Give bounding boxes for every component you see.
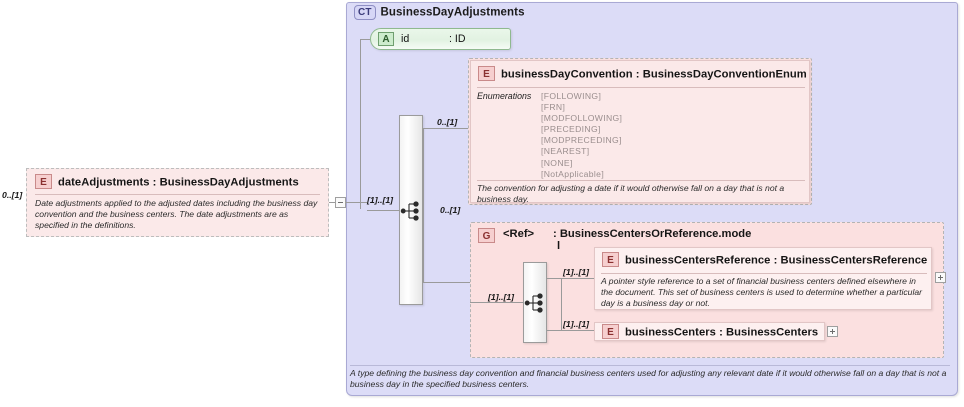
cardinality-date-adjustments: 0..[1] — [2, 190, 23, 200]
attribute-id[interactable]: A id : ID — [370, 28, 511, 50]
complex-type-documentation: A type defining the business day convent… — [350, 368, 947, 389]
root-connector-line — [346, 202, 367, 203]
complex-type-badge: CT — [354, 5, 376, 20]
sequence-connector-icon — [400, 201, 419, 221]
sequence-inbound-line — [367, 210, 400, 211]
date-adjustments-box — [26, 168, 329, 237]
enum-item: [FRN] — [541, 102, 566, 113]
cardinality-root-sequence: [1]..[1] — [367, 195, 394, 205]
cardinality-business-centers: [1]..[1] — [563, 319, 590, 329]
group-ref-title: G — [478, 228, 495, 243]
enumerations-label: Enumerations — [477, 91, 532, 101]
date-adjustments-separator — [35, 194, 320, 195]
date-adjustments-line — [329, 202, 335, 203]
enum-item: [MODPRECEDING] — [541, 135, 622, 146]
choice-branch-line-2 — [547, 330, 595, 331]
business-centers-reference-separator — [601, 273, 927, 274]
branch-line-group-ref — [423, 282, 470, 283]
enum-item: [NotApplicable] — [541, 168, 605, 179]
branch-line-business-day-convention — [423, 128, 470, 129]
group-ref-type: : BusinessCentersOrReference.mode — [553, 228, 752, 240]
business-centers-reference-documentation: A pointer style reference to a set of fi… — [601, 276, 922, 308]
enum-item: [PRECEDING] — [541, 124, 601, 135]
cardinality-group-ref: 0..[1] — [440, 205, 461, 215]
choice-branch-vertical — [561, 278, 562, 330]
branch-vertical-line — [423, 128, 424, 283]
business-day-convention-documentation: The convention for adjusting a date if i… — [477, 183, 785, 204]
complex-type-name: BusinessDayAdjustments — [380, 6, 525, 19]
attribute-connector-vertical — [360, 39, 361, 209]
enum-item: [NEAREST] — [541, 146, 590, 157]
element-badge: E — [602, 324, 619, 339]
choice-connector-group[interactable] — [523, 262, 547, 343]
date-adjustments-label: dateAdjustments : BusinessDayAdjustments — [58, 176, 299, 189]
enum-item: [FOLLOWING] — [541, 91, 602, 101]
group-ref-type-line2: l — [557, 240, 561, 252]
choice-connector-icon — [524, 293, 543, 313]
attribute-type: : ID — [449, 33, 466, 45]
complex-type-header: CT BusinessDayAdjustments — [354, 5, 525, 20]
business-centers-reference-label: businessCentersReference : BusinessCente… — [625, 254, 928, 267]
cardinality-business-centers-reference: [1]..[1] — [563, 267, 590, 277]
group-ref-label: <Ref> — [503, 228, 535, 240]
date-adjustments-documentation: Date adjustments applied to the adjusted… — [35, 198, 318, 230]
enum-item: [MODFOLLOWING] — [541, 113, 623, 124]
choice-branch-line-1 — [547, 278, 595, 279]
collapse-toggle-date-adjustments[interactable] — [335, 197, 346, 208]
group-badge: G — [478, 228, 495, 243]
element-badge: E — [602, 252, 619, 267]
attribute-connector-horizontal — [360, 39, 370, 40]
business-day-convention-label: businessDayConvention : BusinessDayConve… — [501, 68, 807, 81]
expand-toggle-business-centers[interactable] — [827, 326, 838, 337]
business-centers-label: businessCenters : BusinessCenters — [625, 326, 819, 339]
group-ref-inbound-line — [470, 302, 524, 303]
expand-toggle-business-centers-reference[interactable] — [935, 272, 946, 283]
sequence-connector-main[interactable] — [399, 115, 423, 305]
enumerations-list: [FOLLOWING] [FRN] [MODFOLLOWING] [PRECED… — [541, 91, 622, 180]
cardinality-business-day-convention: 0..[1] — [437, 117, 458, 127]
enum-item: [NONE] — [541, 157, 573, 168]
attribute-name: id — [401, 33, 410, 45]
element-badge: E — [478, 66, 495, 81]
element-badge: E — [35, 174, 52, 189]
attribute-badge: A — [378, 32, 394, 46]
business-day-convention-sep-1 — [477, 87, 805, 88]
complex-type-doc-separator — [350, 365, 950, 366]
cardinality-group-inner: [1]..[1] — [488, 292, 515, 302]
business-day-convention-sep-2 — [477, 180, 805, 181]
